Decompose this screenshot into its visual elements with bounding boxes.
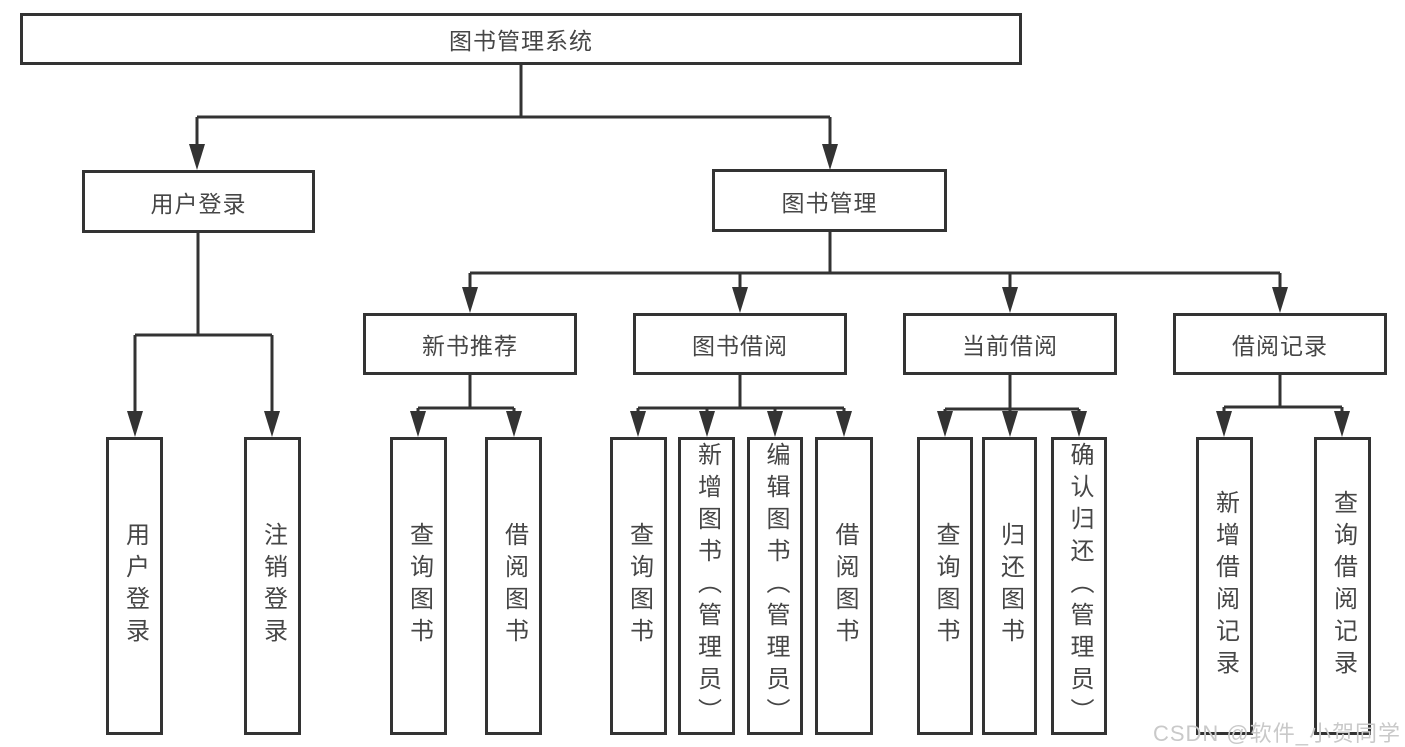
node-label: 图书管理	[781, 189, 878, 216]
node-leaf-borrow-books-recommend: 借阅图书	[485, 437, 542, 735]
node-label: 用户登录	[121, 522, 149, 650]
arrowheads	[127, 144, 1350, 437]
node-module-new-book-recommend: 新书推荐	[363, 313, 577, 375]
node-label: 查询图书	[932, 522, 959, 650]
node-label: 图书借阅	[692, 333, 788, 359]
node-leaf-logout: 注销登录	[244, 437, 301, 735]
node-leaf-confirm-return-admin: 确认归还（管理员）	[1051, 437, 1107, 735]
node-leaf-add-books-admin: 新增图书（管理员）	[678, 437, 735, 735]
node-label: 用户登录	[150, 190, 247, 217]
node-label: 借阅记录	[1232, 333, 1328, 359]
node-leaf-query-borrow-record: 查询借阅记录	[1314, 437, 1371, 735]
node-leaf-query-books-borrow: 查询图书	[610, 437, 667, 735]
node-leaf-edit-books-admin: 编辑图书（管理员）	[747, 437, 803, 735]
node-label: 注销登录	[259, 522, 287, 650]
node-label: 当前借阅	[962, 333, 1058, 359]
csdn-watermark: CSDN @软件_小贺同学	[1152, 721, 1401, 746]
node-label: 编辑图书（管理员）	[762, 442, 789, 730]
node-leaf-query-books-current: 查询图书	[917, 437, 973, 735]
node-label: 查询借阅记录	[1329, 490, 1357, 682]
node-leaf-borrow-books: 借阅图书	[815, 437, 873, 735]
node-root-system: 图书管理系统	[20, 13, 1022, 65]
node-label: 新书推荐	[422, 333, 518, 359]
node-label: 新增图书（管理员）	[693, 442, 721, 730]
node-module-book-borrow: 图书借阅	[633, 313, 847, 375]
node-leaf-query-books-recommend: 查询图书	[390, 437, 447, 735]
node-module-borrow-records: 借阅记录	[1173, 313, 1387, 375]
node-branch-book-management: 图书管理	[712, 169, 947, 232]
node-label: 确认归还（管理员）	[1066, 442, 1093, 730]
node-module-current-borrow: 当前借阅	[903, 313, 1117, 375]
node-label: 借阅图书	[831, 522, 858, 650]
node-leaf-return-books: 归还图书	[982, 437, 1037, 735]
node-label: 查询图书	[405, 522, 433, 650]
node-label: 图书管理系统	[449, 28, 593, 54]
node-label: 新增借阅记录	[1211, 490, 1239, 682]
node-branch-user-login: 用户登录	[82, 170, 315, 233]
node-leaf-add-borrow-record: 新增借阅记录	[1196, 437, 1253, 735]
node-label: 查询图书	[625, 522, 653, 650]
node-label: 借阅图书	[500, 522, 528, 650]
node-label: 归还图书	[996, 522, 1024, 650]
node-leaf-user-login: 用户登录	[106, 437, 163, 735]
